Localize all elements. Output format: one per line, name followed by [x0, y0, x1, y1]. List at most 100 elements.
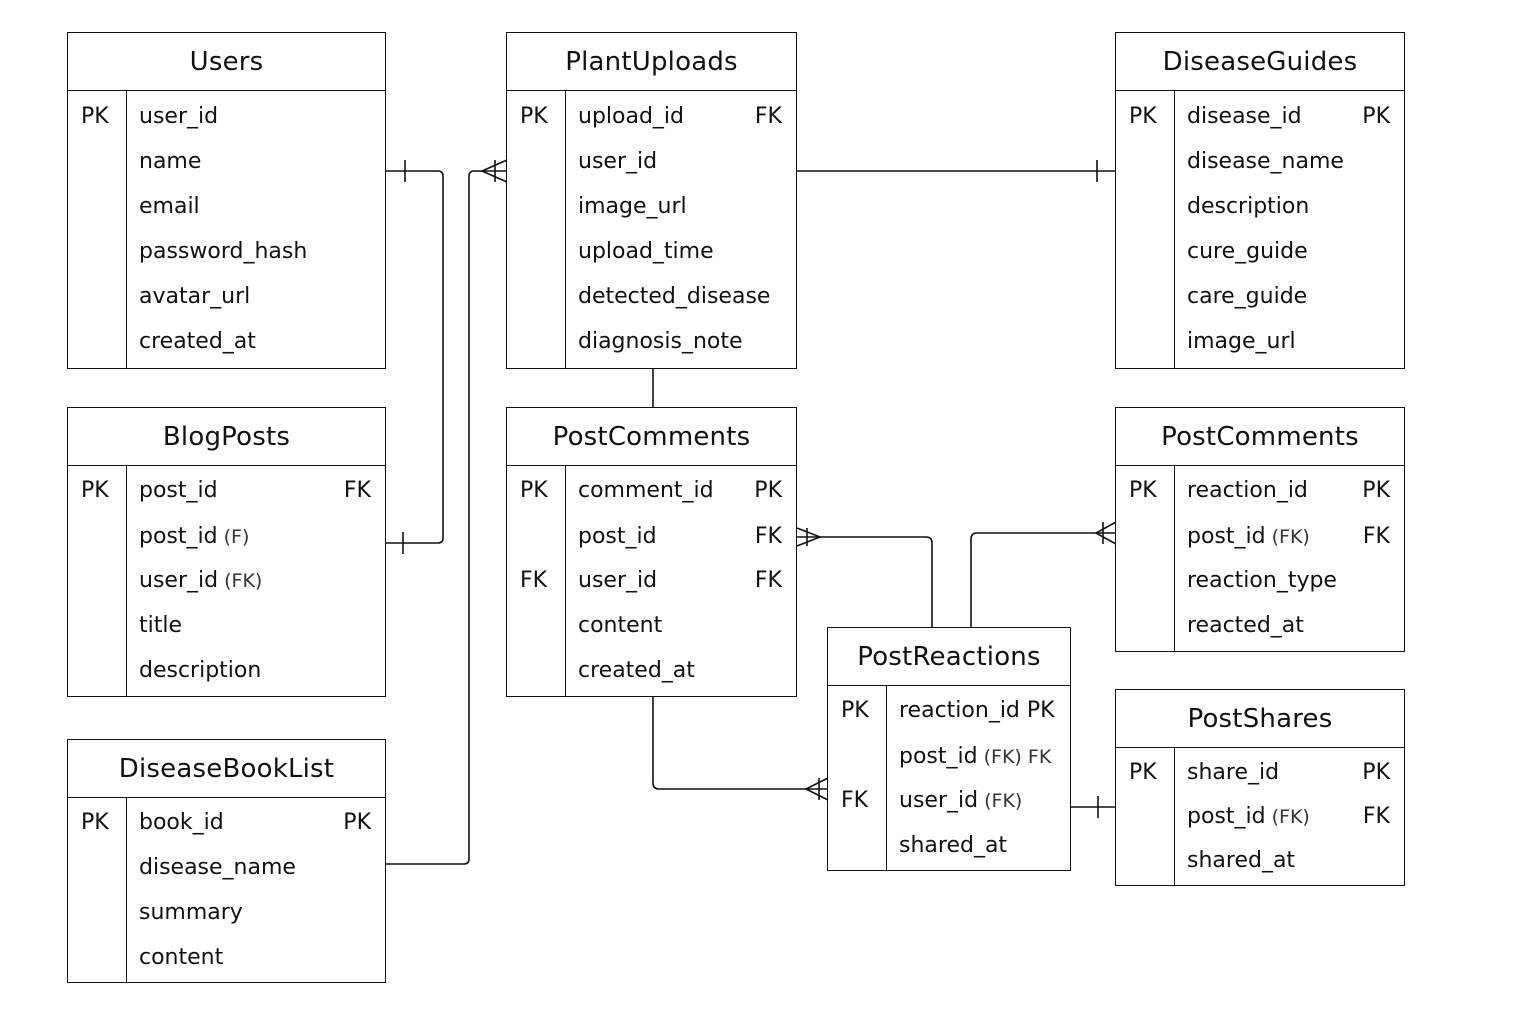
- relationship-postreactions-postcomments-right: [970, 532, 1116, 628]
- key-label: PK: [81, 104, 109, 129]
- key-label-right: PK: [1362, 478, 1390, 503]
- key-column-divider: [886, 686, 887, 870]
- attribute-row: post_id (FK) FK: [1116, 802, 1404, 832]
- attribute-name: disease_name: [139, 855, 296, 880]
- attribute-row: post_id (FK) FK: [828, 742, 1070, 772]
- attribute-row: PK reaction_id PK: [1116, 476, 1404, 506]
- key-label-right: PK: [1362, 104, 1390, 129]
- key-column-divider: [1174, 466, 1175, 651]
- attribute-name: image_url: [1187, 329, 1296, 354]
- key-label: PK: [81, 810, 109, 835]
- attribute-row: reacted_at: [1116, 611, 1404, 641]
- entity-body: PK disease_id PK disease_name descriptio…: [1116, 91, 1404, 368]
- key-column-divider: [1174, 91, 1175, 368]
- attribute-name: title: [139, 613, 183, 638]
- attribute-row: PK comment_id PK: [507, 476, 796, 506]
- attribute-name: cure_guide: [1187, 239, 1308, 264]
- attribute-row: PK post_id FK: [68, 476, 385, 506]
- attribute-name: summary: [139, 900, 243, 925]
- many-marker-postcomments-right: [1094, 521, 1117, 545]
- entity-body: PK reaction_id PK post_id (FK) FK FK use…: [828, 686, 1070, 870]
- key-label: PK: [520, 478, 548, 503]
- attribute-row: post_id (FK) FK: [1116, 522, 1404, 552]
- attribute-name: upload_id: [578, 104, 685, 129]
- attribute-name: user_id (FK): [139, 568, 263, 593]
- key-label: FK: [520, 568, 548, 593]
- attribute-name: shared_at: [899, 833, 1008, 858]
- attribute-row: description: [68, 656, 385, 686]
- entity-body: PK upload_id FK user_id image_url upload…: [507, 91, 796, 368]
- relationship-postcomments-postreactions-b: [652, 696, 828, 790]
- attribute-name: diagnosis_note: [578, 329, 743, 354]
- attribute-row: avatar_url: [68, 282, 385, 312]
- key-label: PK: [81, 478, 109, 503]
- entity-title: PostComments: [1116, 408, 1404, 466]
- key-column-divider: [565, 466, 566, 696]
- attribute-name: book_id: [139, 810, 224, 835]
- attribute-row: PK disease_id PK: [1116, 102, 1404, 132]
- key-column-divider: [126, 91, 127, 368]
- attribute-row: upload_time: [507, 237, 796, 267]
- key-label: PK: [1129, 104, 1157, 129]
- key-column-divider: [1174, 748, 1175, 885]
- key-label-right: FK: [1362, 524, 1390, 549]
- attribute-row: password_hash: [68, 237, 385, 267]
- entity-title: DiseaseBookList: [68, 740, 385, 798]
- attribute-row: detected_disease: [507, 282, 796, 312]
- attribute-name: content: [139, 945, 224, 970]
- attribute-row: user_id (FK): [68, 566, 385, 596]
- attribute-row: FK user_id (FK): [828, 786, 1070, 816]
- attribute-name: user_id: [578, 149, 658, 174]
- key-label-right: FK: [754, 524, 782, 549]
- entity-body: PK reaction_id PK post_id (FK) FK reacti…: [1116, 466, 1404, 651]
- key-label-right: FK: [1362, 804, 1390, 829]
- entity-title: PostReactions: [828, 628, 1070, 686]
- attribute-row: image_url: [507, 192, 796, 222]
- key-label-right: FK: [754, 104, 782, 129]
- relationship-users-blogposts: [386, 170, 444, 544]
- entity-disease-guides: DiseaseGuides PK disease_id PK disease_n…: [1115, 32, 1405, 369]
- entity-plant-uploads: PlantUploads PK upload_id FK user_id ima…: [506, 32, 797, 369]
- entity-post-shares: PostShares PK share_id PK post_id (FK) F…: [1115, 689, 1405, 886]
- entity-title: BlogPosts: [68, 408, 385, 466]
- attribute-name: created_at: [139, 329, 256, 354]
- entity-post-reactions: PostReactions PK reaction_id PK post_id …: [827, 627, 1071, 871]
- many-marker-plantuploads: [480, 159, 508, 183]
- attribute-name: comment_id: [578, 478, 714, 503]
- entity-body: PK share_id PK post_id (FK) FK shared_at: [1116, 748, 1404, 885]
- attribute-name: care_guide: [1187, 284, 1308, 309]
- attribute-name: user_id: [578, 568, 658, 593]
- attribute-name: reaction_id: [1187, 478, 1308, 503]
- attribute-row: PK reaction_id PK: [828, 696, 1070, 726]
- attribute-row: created_at: [68, 327, 385, 357]
- attribute-row: user_id: [507, 147, 796, 177]
- attribute-row: shared_at: [1116, 846, 1404, 876]
- relationship-diseasebooklist-plantuploads: [386, 170, 507, 865]
- attribute-row: disease_name: [68, 853, 385, 883]
- entity-title: DiseaseGuides: [1116, 33, 1404, 91]
- many-marker-postreactions: [804, 777, 829, 801]
- attribute-row: PK share_id PK: [1116, 758, 1404, 788]
- attribute-name: share_id: [1187, 760, 1280, 785]
- attribute-name: content: [578, 613, 663, 638]
- attribute-row: PK book_id PK: [68, 808, 385, 838]
- attribute-row: email: [68, 192, 385, 222]
- entity-disease-book-list: DiseaseBookList PK book_id PK disease_na…: [67, 739, 386, 983]
- attribute-name: description: [1187, 194, 1310, 219]
- attribute-name: email: [139, 194, 200, 219]
- entity-blog-posts: BlogPosts PK post_id FK post_id (F) user…: [67, 407, 386, 697]
- key-label-right: FK: [343, 478, 371, 503]
- key-label-right: FK: [754, 568, 782, 593]
- attribute-name: disease_id: [1187, 104, 1302, 129]
- attribute-name: disease_name: [1187, 149, 1344, 174]
- attribute-row: post_id FK: [507, 522, 796, 552]
- attribute-row: care_guide: [1116, 282, 1404, 312]
- entity-title: Users: [68, 33, 385, 91]
- entity-title: PostComments: [507, 408, 796, 466]
- attribute-name: detected_disease: [578, 284, 771, 309]
- attribute-row: image_url: [1116, 327, 1404, 357]
- attribute-row: diagnosis_note: [507, 327, 796, 357]
- entity-title: PostShares: [1116, 690, 1404, 748]
- attribute-name: post_id (FK): [1187, 524, 1310, 549]
